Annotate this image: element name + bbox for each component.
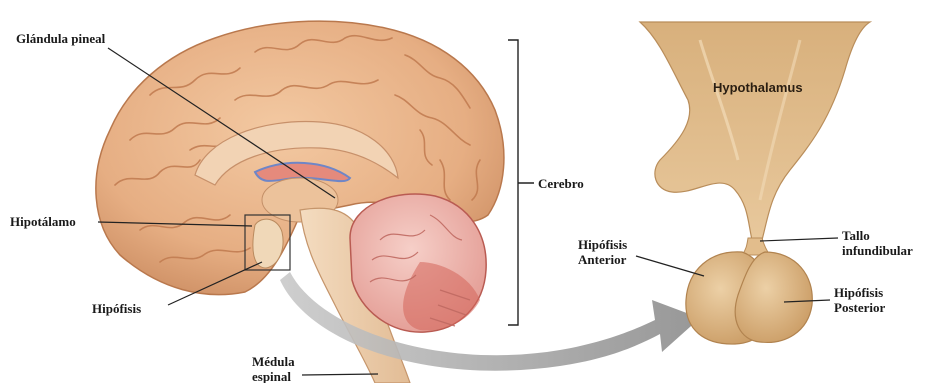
hypothalamus-shape: [640, 22, 870, 240]
leader-anterior: [636, 256, 704, 276]
brain-illustration: [96, 21, 504, 383]
pituitary-small: [253, 219, 283, 268]
leader-stalk: [760, 238, 838, 241]
label-hypothalamus-en: Hypothalamus: [713, 80, 803, 95]
leader-spinal: [302, 374, 378, 375]
label-posterior-pituitary: Hipófisis Posterior: [834, 285, 885, 315]
label-infundibular-stalk: Tallo infundibular: [842, 228, 913, 258]
label-brain: Cerebro: [538, 176, 584, 191]
cerebellum: [350, 194, 486, 332]
label-anterior-pituitary: Hipófisis Anterior: [578, 237, 627, 267]
label-pituitary: Hipófisis: [92, 301, 141, 316]
label-spinal-cord: Médula espinal: [252, 354, 295, 383]
label-pineal: Glándula pineal: [16, 31, 105, 46]
label-hypothalamus: Hipotálamo: [10, 214, 76, 229]
brain-bracket: [508, 40, 534, 325]
